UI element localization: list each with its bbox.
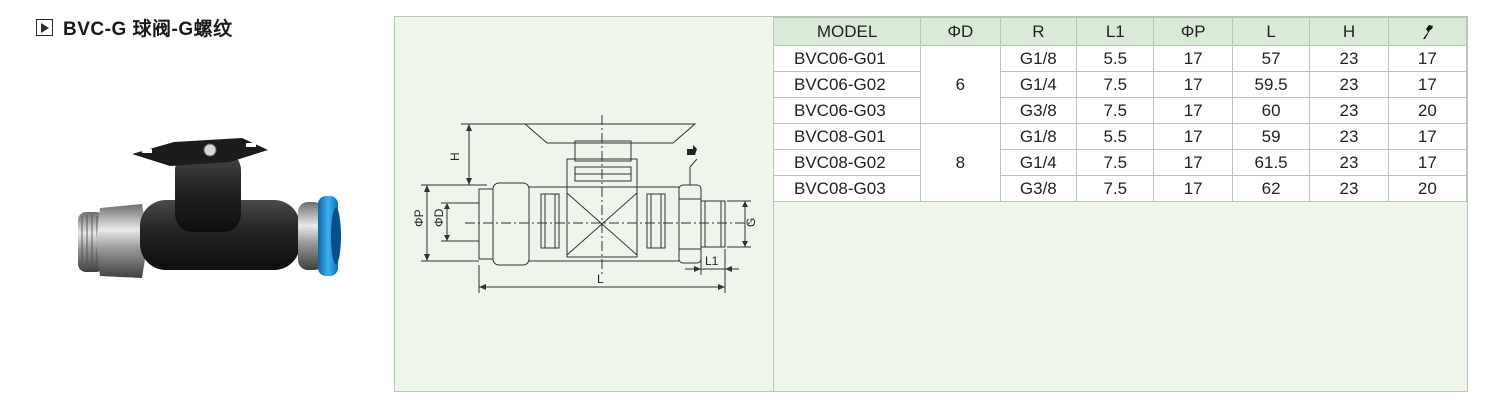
cell-r: G1/8 <box>999 45 1078 72</box>
dim-label-phip: ΦP <box>412 209 426 227</box>
header-phid: ΦD <box>920 17 1001 46</box>
cell-phip: 17 <box>1153 175 1233 202</box>
cell-model: BVC08-G01 <box>772 123 922 150</box>
play-square-icon <box>36 19 53 36</box>
dimension-drawing: H ΦP ΦD L L1 G <box>412 115 758 293</box>
cell-h: 23 <box>1309 45 1389 72</box>
cell-l1: 7.5 <box>1076 71 1155 98</box>
table-row: BVC08-G03 G3/8 7.5 17 62 23 20 <box>772 175 1468 202</box>
cell-l: 60 <box>1231 97 1311 124</box>
cell-wrench: 17 <box>1387 71 1468 98</box>
cell-l1: 5.5 <box>1076 123 1155 150</box>
cell-l1: 5.5 <box>1076 45 1155 72</box>
dim-label-g: G <box>744 218 758 227</box>
cell-h: 23 <box>1309 149 1389 176</box>
cell-r: G1/4 <box>999 71 1078 98</box>
header-l: L <box>1231 17 1311 46</box>
header-phip: ΦP <box>1153 17 1233 46</box>
section-title-text: BVC-G 球阀-G螺纹 <box>63 19 233 40</box>
spec-panel: H ΦP ΦD L L1 G MODEL ΦD R L1 ΦP L H <box>394 16 1468 392</box>
cell-model: BVC06-G02 <box>772 71 922 98</box>
section-title: BVC-G 球阀-G螺纹 <box>36 14 233 41</box>
cell-h: 23 <box>1309 71 1389 98</box>
header-h: H <box>1309 17 1389 46</box>
table-row: BVC06-G01 6 G1/8 5.5 17 57 23 17 <box>772 45 1468 124</box>
cell-h: 23 <box>1309 123 1389 150</box>
cell-phid: 6 <box>920 45 1001 124</box>
table-row: BVC08-G01 8 G1/8 5.5 17 59 23 17 <box>772 123 1468 202</box>
dim-label-phid: ΦD <box>432 208 446 227</box>
header-r: R <box>999 17 1078 46</box>
dim-label-l: L <box>597 272 604 286</box>
cell-r: G1/8 <box>999 123 1078 150</box>
panel-divider <box>773 17 774 391</box>
wrench-icon <box>687 145 697 155</box>
cell-phip: 17 <box>1153 71 1233 98</box>
spec-table: MODEL ΦD R L1 ΦP L H BVC06-G01 6 G1/8 5.… <box>772 17 1468 202</box>
header-l1: L1 <box>1076 17 1155 46</box>
cell-r: G1/4 <box>999 149 1078 176</box>
cell-l1: 7.5 <box>1076 97 1155 124</box>
header-wrench <box>1387 17 1468 46</box>
cell-wrench: 17 <box>1387 123 1468 150</box>
cell-wrench: 17 <box>1387 149 1468 176</box>
cell-r: G3/8 <box>999 97 1078 124</box>
cell-model: BVC06-G03 <box>772 97 922 124</box>
cell-wrench: 17 <box>1387 45 1468 72</box>
cell-phip: 17 <box>1153 149 1233 176</box>
dim-label-l1: L1 <box>705 254 719 268</box>
product-photo <box>78 138 341 278</box>
cell-l: 61.5 <box>1231 149 1311 176</box>
cell-l1: 7.5 <box>1076 149 1155 176</box>
cell-l1: 7.5 <box>1076 175 1155 202</box>
cell-model: BVC08-G03 <box>772 175 922 202</box>
table-row: BVC06-G03 G3/8 7.5 17 60 23 20 <box>772 97 1468 124</box>
cell-phip: 17 <box>1153 123 1233 150</box>
table-row: BVC08-G02 G1/4 7.5 17 61.5 23 17 <box>772 149 1468 176</box>
dim-label-h: H <box>448 152 462 161</box>
cell-model: BVC08-G02 <box>772 149 922 176</box>
cell-wrench: 20 <box>1387 97 1468 124</box>
table-row: BVC06-G02 G1/4 7.5 17 59.5 23 17 <box>772 71 1468 98</box>
wrench-icon <box>1423 25 1434 40</box>
header-model: MODEL <box>772 17 922 46</box>
cell-h: 23 <box>1309 97 1389 124</box>
cell-h: 23 <box>1309 175 1389 202</box>
cell-l: 62 <box>1231 175 1311 202</box>
cell-model: BVC06-G01 <box>772 45 922 72</box>
cell-phip: 17 <box>1153 45 1233 72</box>
cell-phip: 17 <box>1153 97 1233 124</box>
cell-phid: 8 <box>920 123 1001 202</box>
cell-r: G3/8 <box>999 175 1078 202</box>
cell-l: 59 <box>1231 123 1311 150</box>
spec-header-row: MODEL ΦD R L1 ΦP L H <box>772 17 1468 46</box>
cell-l: 59.5 <box>1231 71 1311 98</box>
cell-l: 57 <box>1231 45 1311 72</box>
cell-wrench: 20 <box>1387 175 1468 202</box>
